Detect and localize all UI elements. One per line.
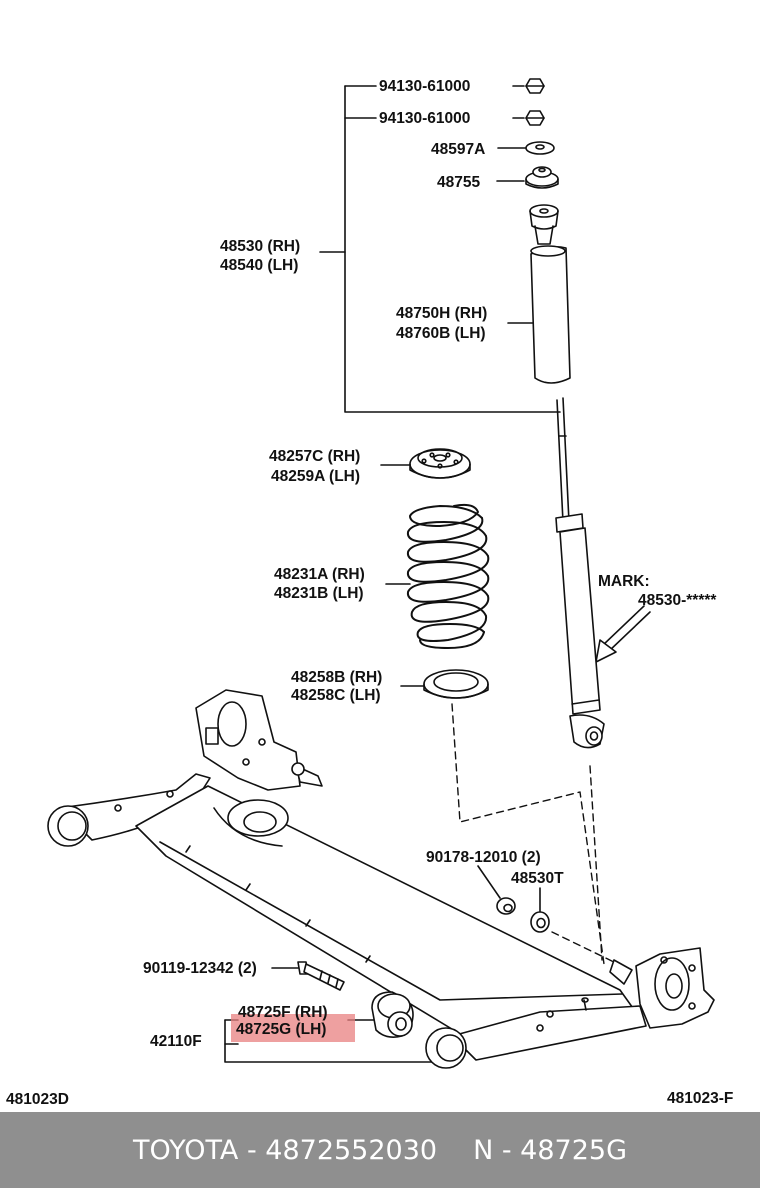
- label-ref-left: 481023D: [6, 1091, 69, 1108]
- label-absorber-rh: 48530 (RH): [220, 238, 300, 255]
- label-axle-beam: 42110F: [150, 1033, 202, 1050]
- label-lower-insulator-rh: 48258B (RH): [291, 669, 382, 686]
- label-mark-value: 48530-*****: [638, 592, 717, 609]
- label-upper-insulator-rh: 48257C (RH): [269, 448, 360, 465]
- label-lower-insulator-lh: 48258C (LH): [291, 687, 381, 704]
- support-mount-icon: [525, 166, 559, 189]
- lower-insulator-icon: [423, 669, 489, 699]
- coil-spring-icon: [406, 503, 490, 649]
- label-mount: 48755: [437, 174, 480, 191]
- footer-part-number: TOYOTA - 4872552030: [132, 1134, 438, 1166]
- label-nut-1: 94130-61000: [379, 78, 470, 95]
- rear-axle-beam-icon: [47, 689, 715, 1069]
- label-upper-insulator-lh: 48259A (LH): [271, 468, 360, 485]
- label-washer: 48597A: [431, 141, 485, 158]
- label-absorber-lh: 48540 (LH): [220, 257, 298, 274]
- upper-insulator-icon: [409, 448, 471, 479]
- label-spring-lh: 48231B (LH): [274, 585, 364, 602]
- shock-absorber-icon: [529, 204, 605, 749]
- part-labels: 94130-61000 94130-61000 48597A 48755 485…: [6, 78, 733, 1108]
- parts-diagram: 94130-61000 94130-61000 48597A 48755 485…: [6, 78, 733, 1108]
- footer-bar: TOYOTA - 4872552030 N - 48725G: [0, 1112, 760, 1188]
- label-boot-lh: 48760B (LH): [396, 325, 486, 342]
- label-ref-right: 481023-F: [667, 1090, 733, 1107]
- label-bushing-rh: 48725F (RH): [238, 1004, 328, 1021]
- label-boot-rh: 48750H (RH): [396, 305, 487, 322]
- nut-upper-icon: [525, 78, 545, 94]
- label-bolt: 90119-12342 (2): [143, 960, 257, 977]
- leader-lines: [224, 85, 561, 1063]
- label-mark: MARK:: [598, 573, 650, 590]
- highlight-box: [231, 1014, 355, 1042]
- label-absorber-cushion: 48530T: [511, 870, 564, 887]
- bolt-icon: [297, 961, 345, 991]
- cushion-icon: [530, 911, 550, 933]
- washer-icon: [525, 141, 555, 155]
- nut-lower-icon: [525, 110, 545, 126]
- label-spring-rh: 48231A (RH): [274, 566, 365, 583]
- diagram-canvas: 94130-61000 94130-61000 48597A 48755 485…: [6, 78, 733, 1108]
- label-bolt-nut: 90178-12010 (2): [426, 849, 541, 866]
- flange-nut-icon: [496, 897, 516, 915]
- footer-code: N - 48725G: [473, 1134, 627, 1166]
- installation-dashed-lines: [451, 703, 619, 965]
- label-nut-2: 94130-61000: [379, 110, 470, 127]
- mark-arrow: [595, 605, 651, 663]
- label-bushing-lh: 48725G (LH): [236, 1021, 326, 1038]
- bushing-icon: [371, 991, 414, 1038]
